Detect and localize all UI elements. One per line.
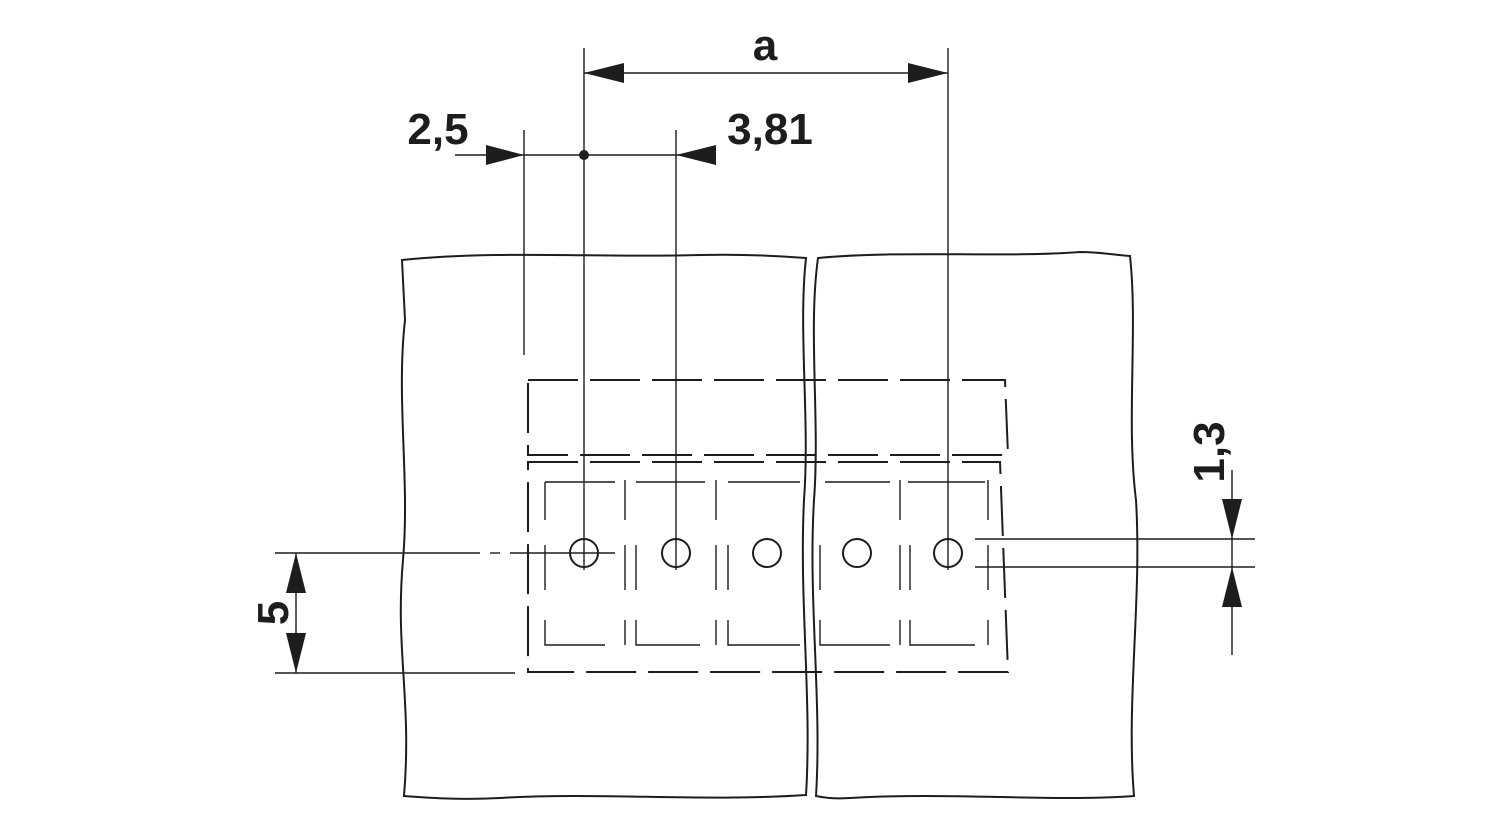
board-right-outline <box>811 250 1139 800</box>
dimension-offset-label: 2,5 <box>407 105 468 154</box>
board-left-outline <box>399 253 809 800</box>
pin-holes <box>569 538 963 568</box>
pcb-board <box>399 250 1139 800</box>
pin-separators <box>527 480 989 646</box>
connector-outline <box>527 379 1010 673</box>
pin-hole-3 <box>752 538 782 568</box>
extension-lines <box>275 48 1255 674</box>
dimension-offset-pitch: 2,5 3,81 <box>407 105 813 165</box>
dimension-pitch-label: 3,81 <box>727 105 813 154</box>
dimension-row-height-label: 5 <box>249 601 298 625</box>
dimension-hole-diameter-label: 1,3 <box>1185 421 1234 482</box>
connector-body-dashed <box>527 461 1010 673</box>
dimension-a: a <box>584 21 948 83</box>
dimension-hole-diameter: 1,3 <box>1185 421 1242 655</box>
dimension-row-height: 5 <box>249 553 306 673</box>
connector-header-dashed <box>527 379 1010 456</box>
pin-hole-4 <box>842 538 872 568</box>
dimension-a-label: a <box>753 21 778 70</box>
